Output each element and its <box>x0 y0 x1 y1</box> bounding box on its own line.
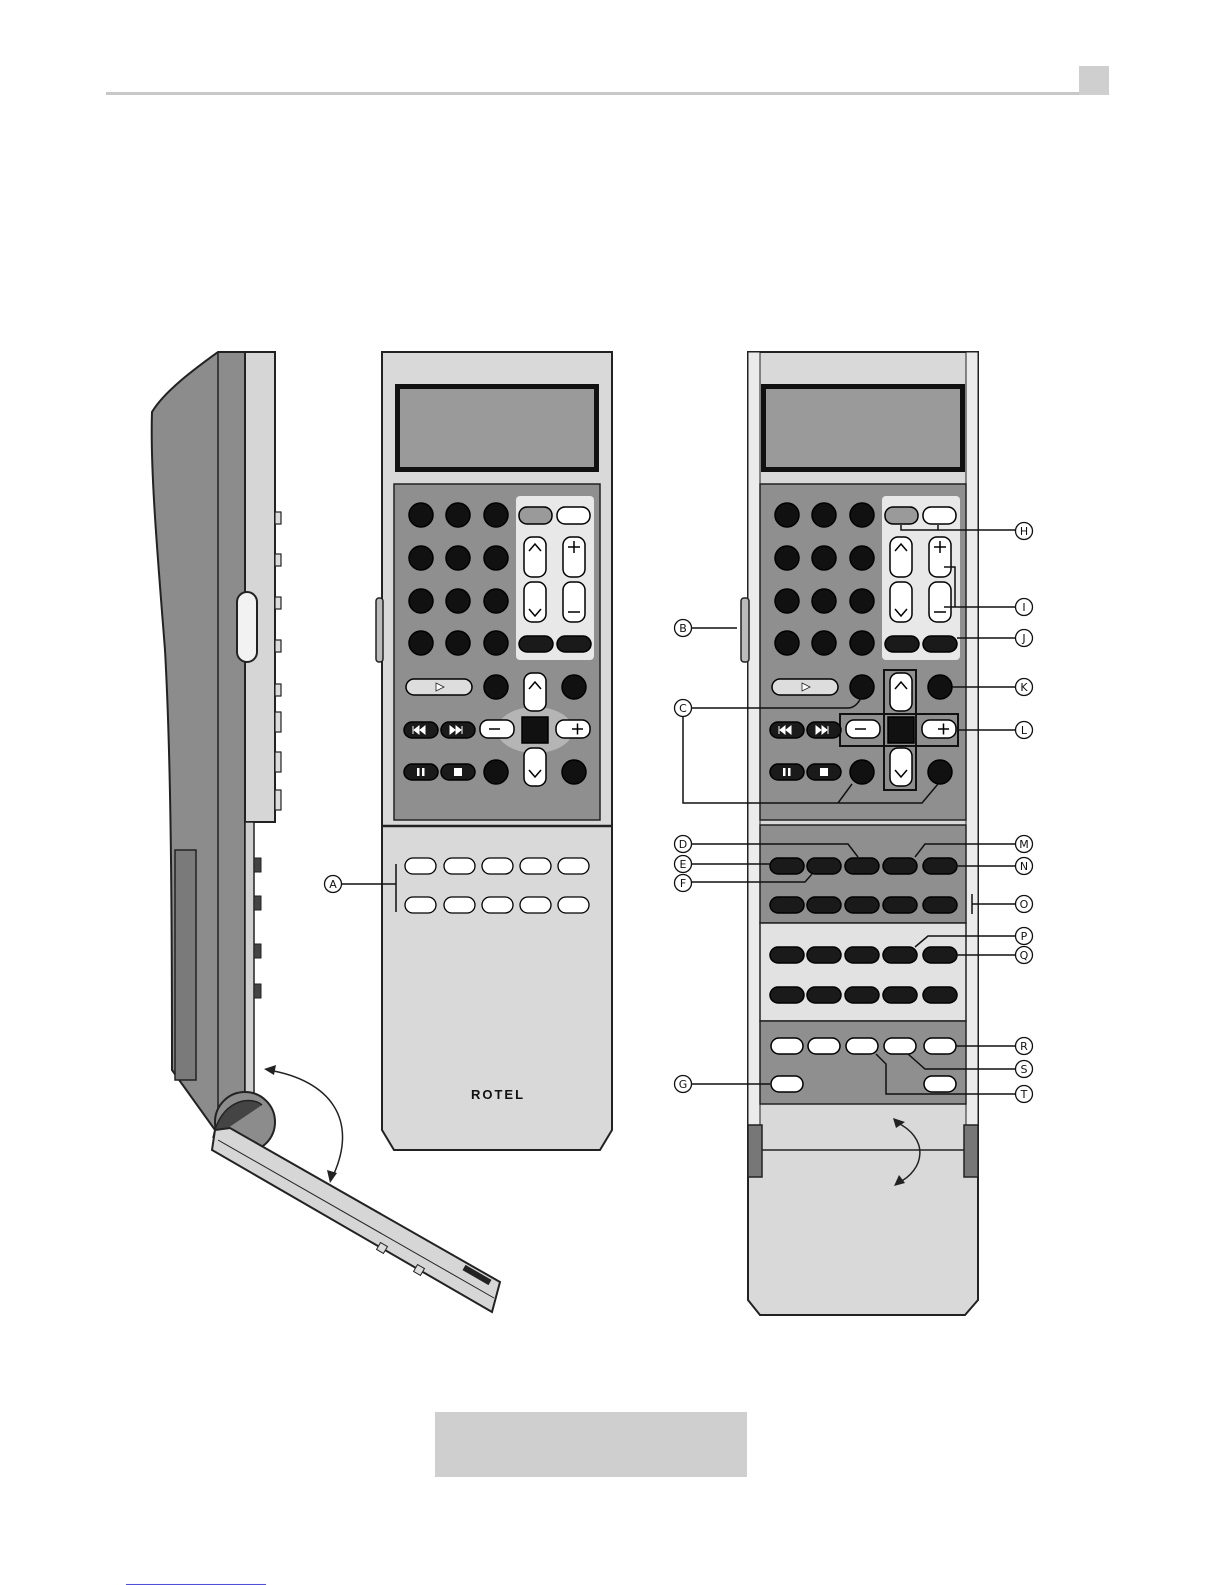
callout-h: H <box>1016 523 1033 540</box>
callout-p: P <box>1016 928 1033 945</box>
callout-o-label: O <box>1020 898 1029 911</box>
callout-s-label: S <box>1021 1063 1028 1076</box>
callout-p-label: P <box>1021 930 1028 943</box>
callout-d: D <box>675 836 692 853</box>
callout-l-label: L <box>1021 724 1028 737</box>
callout-c-label: C <box>679 702 687 715</box>
callout-g: G <box>675 1076 692 1093</box>
callout-t-label: T <box>1020 1088 1028 1101</box>
callout-m-label: M <box>1019 838 1029 851</box>
remote-front-closed: ROTEL <box>376 352 612 1150</box>
callout-g-label: G <box>679 1078 688 1091</box>
callout-i-label: I <box>1022 601 1025 614</box>
callout-k: K <box>1016 679 1033 696</box>
callout-q-label: Q <box>1020 949 1029 962</box>
callout-o: O <box>1016 896 1033 913</box>
callout-n-label: N <box>1020 860 1028 873</box>
callout-c: C <box>675 700 692 717</box>
callout-i: I <box>1016 599 1033 616</box>
callout-f-label: F <box>680 877 686 890</box>
rotel-logo: ROTEL <box>471 1087 525 1102</box>
callout-j-label: J <box>1021 632 1025 645</box>
callout-e-label: E <box>680 858 687 871</box>
callout-t: T <box>1016 1086 1033 1103</box>
remote-front-open <box>741 352 978 1315</box>
callout-k-label: K <box>1020 681 1028 694</box>
callout-a: A <box>325 876 342 893</box>
callout-b: B <box>675 620 692 637</box>
callout-r-label: R <box>1020 1040 1028 1053</box>
callout-l: L <box>1016 722 1033 739</box>
callout-d-label: D <box>679 838 687 851</box>
callout-r: R <box>1016 1038 1033 1055</box>
callout-m: M <box>1016 836 1033 853</box>
callout-q: Q <box>1016 947 1033 964</box>
callout-a-label: A <box>329 878 337 891</box>
callout-f: F <box>675 875 692 892</box>
footer-box <box>435 1412 747 1477</box>
callout-s: S <box>1016 1061 1033 1078</box>
callout-e: E <box>675 856 692 873</box>
callout-j: J <box>1016 630 1033 647</box>
callout-b-label: B <box>679 622 687 635</box>
callout-n: N <box>1016 858 1033 875</box>
callout-h-label: H <box>1020 525 1028 538</box>
